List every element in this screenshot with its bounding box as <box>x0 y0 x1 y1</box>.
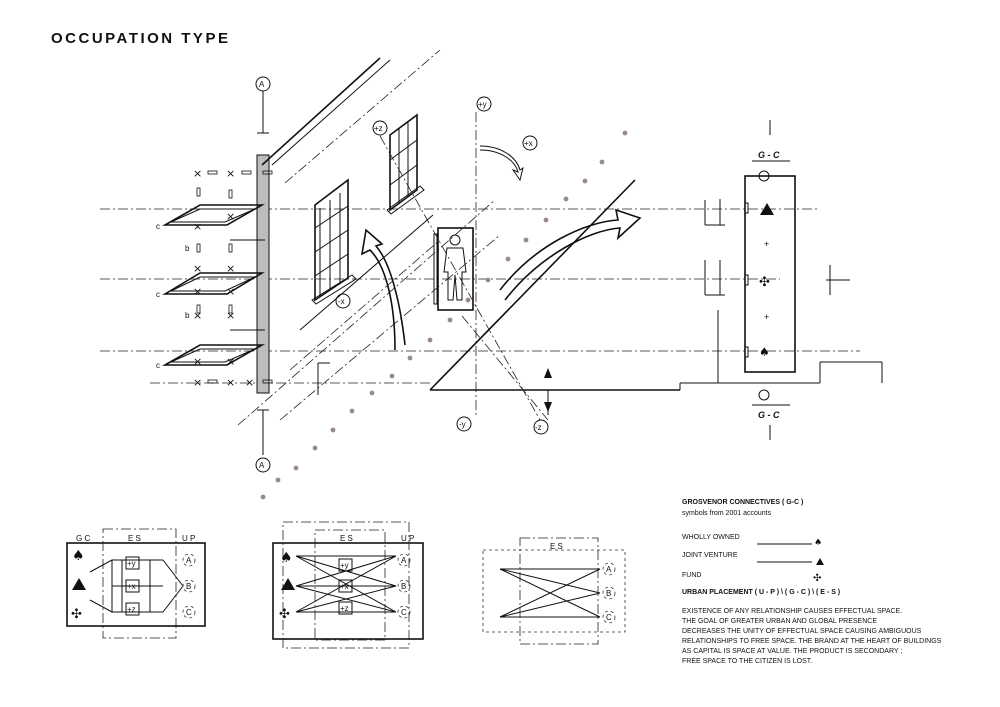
axis-minus-x-label: -x <box>338 297 345 306</box>
svg-text:×: × <box>226 309 235 322</box>
svg-text:×: × <box>193 355 202 368</box>
d2-up-label: U P <box>401 534 414 543</box>
legend-item-wholly-owned: WHOLLY OWNED <box>682 534 740 541</box>
legend-heading: GROSVENOR CONNECTIVES ( G-C ) <box>682 499 804 506</box>
svg-text:♠: ♠ <box>814 538 822 548</box>
window-left <box>311 178 357 305</box>
legend-item-fund: FUND <box>682 572 702 579</box>
svg-text:×: × <box>226 262 235 275</box>
axis-plus-z-label: +z <box>374 124 383 133</box>
diagram-es-only: E S A B C <box>482 537 626 645</box>
d3-node: C <box>606 613 612 622</box>
svg-text:♠: ♠ <box>72 548 85 564</box>
svg-text:✣: ✣ <box>71 607 82 622</box>
section-axis-a: A A <box>255 76 271 473</box>
statement-line: EXISTENCE OF ANY RELATIONSHIP CAUSES EFF… <box>682 608 903 615</box>
statement-line: RELATIONSHIPS TO FREE SPACE. THE BRAND A… <box>682 638 942 645</box>
svg-text:×: × <box>193 220 202 233</box>
d3-node: A <box>606 565 612 574</box>
gc-top-label: G - C <box>758 150 780 160</box>
window-right <box>386 113 425 215</box>
axis-a-bottom-label: A <box>259 461 265 470</box>
movement-arrows <box>360 145 642 351</box>
svg-text:+: + <box>764 312 769 322</box>
statement-line: AS CAPITAL IS SPACE AT VALUE. THE PRODUC… <box>682 648 903 655</box>
d1-gc-label: G C <box>76 534 90 543</box>
profile-details <box>317 199 850 395</box>
svg-text:×: × <box>226 376 235 389</box>
d3-node: B <box>606 589 611 598</box>
svg-text:×: × <box>193 309 202 322</box>
svg-text:+: + <box>764 239 769 249</box>
svg-text:✣: ✣ <box>813 573 821 584</box>
legend-item-joint-venture: JOINT VENTURE <box>682 552 738 559</box>
svg-text:×: × <box>193 262 202 275</box>
d2-marker: +y <box>340 561 349 570</box>
floor-mark-c: c <box>156 222 160 231</box>
svg-text:✣: ✣ <box>759 275 770 290</box>
floor-mark-c: c <box>156 361 160 370</box>
d1-node: C <box>186 608 192 617</box>
svg-text:×: × <box>245 376 254 389</box>
d2-es-label: E S <box>340 534 353 543</box>
floor-mark-b: b <box>185 311 190 320</box>
d1-node: B <box>186 582 191 591</box>
d1-up-label: U P <box>182 534 195 543</box>
placement-heading: URBAN PLACEMENT ( U - P ) \ ( G - C ) \ … <box>682 589 841 596</box>
diagram-gc-es-up: G C E S U P ♠ ✣ +y +x +z A B C <box>66 528 206 639</box>
axis-plus-y-label: +y <box>478 100 487 109</box>
d1-marker: +y <box>127 559 136 568</box>
statement-line: DECREASES THE UNITY OF EFFECTUAL SPACE C… <box>682 628 922 635</box>
dotted-trail <box>260 130 628 500</box>
floor-mark-b: b <box>185 244 190 253</box>
legend-symbols: ♠ ✣ <box>757 538 824 584</box>
svg-text:×: × <box>226 167 235 180</box>
d2-node: A <box>401 556 407 565</box>
axis-markers: +y -y +z +x -x -z <box>335 96 552 435</box>
floor-mark-c: c <box>156 290 160 299</box>
d2-node: C <box>401 608 407 617</box>
axis-plus-x-label: +x <box>524 139 533 148</box>
d2-node: B <box>401 582 406 591</box>
facade-diagonals <box>237 49 883 426</box>
axis-a-top-label: A <box>259 80 265 89</box>
d3-es-label: E S <box>550 542 563 551</box>
svg-text:×: × <box>226 285 235 298</box>
d1-node: A <box>186 556 192 565</box>
page-title: OCCUPATION TYPE <box>51 30 231 47</box>
legend-subheading: symbols from 2001 accounts <box>682 510 772 517</box>
svg-text:×: × <box>193 167 202 180</box>
d1-marker: +z <box>127 605 136 614</box>
svg-text:×: × <box>226 210 235 223</box>
statement-line: FREE SPACE TO THE CITIZEN IS LOST. <box>682 658 813 665</box>
axis-minus-z-label: -z <box>535 423 542 432</box>
d2-marker: +z <box>340 604 349 613</box>
occupancy-marks: × × × × × × × × × × × × × × × <box>193 167 254 389</box>
gc-section-column: G - C G - C + ✣ + ♠ <box>744 120 796 440</box>
diagram-crossed-es: E S U P ♠ ✣ +y +x +z A B C <box>272 521 424 649</box>
svg-text:♠: ♠ <box>280 550 293 566</box>
d1-es-label: E S <box>128 534 141 543</box>
svg-text:✣: ✣ <box>279 607 290 622</box>
building-column <box>256 154 270 394</box>
d1-marker: +x <box>127 582 136 591</box>
statement-line: THE GOAL OF GREATER URBAN AND GLOBAL PRE… <box>682 618 878 625</box>
svg-text:×: × <box>226 355 235 368</box>
svg-text:×: × <box>193 285 202 298</box>
axis-minus-y-label: -y <box>459 420 466 429</box>
floor-slabs <box>161 204 266 366</box>
svg-text:♠: ♠ <box>759 345 770 359</box>
window-marks <box>196 170 273 384</box>
d2-marker: +x <box>340 582 349 591</box>
svg-text:×: × <box>193 376 202 389</box>
gc-bottom-label: G - C <box>758 410 780 420</box>
